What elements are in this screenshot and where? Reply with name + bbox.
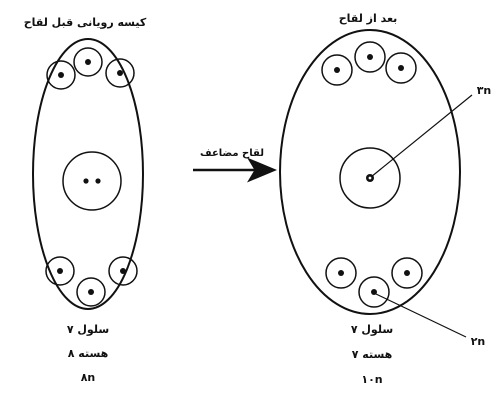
- left-bottom-cells: [46, 257, 137, 306]
- right-central-nucleus-highlight: [369, 177, 372, 180]
- right-top-nucleus-1: [334, 67, 340, 73]
- right-line-1: ۷ سلول: [351, 323, 393, 336]
- left-sac-outline: [33, 39, 143, 309]
- right-top-nucleus-3: [398, 65, 404, 71]
- left-polar-nucleus-2: [95, 178, 100, 183]
- left-embryo-sac: کیسه رویانی قبل لقاح: [24, 16, 147, 384]
- left-bottom-nucleus-3: [120, 268, 126, 274]
- left-bottom-nucleus-1: [57, 268, 63, 274]
- double-fertilization-arrow: لقاح مضاعف: [193, 148, 272, 170]
- right-embryo-sac: بعد از لقاح: [280, 12, 491, 386]
- right-top-nucleus-2: [367, 54, 373, 60]
- right-line-2: ۷ هسته: [352, 348, 393, 361]
- left-line-1: ۷ سلول: [67, 323, 109, 336]
- left-line-2: ۸ هسته: [68, 347, 109, 360]
- left-central-cell-outline: [63, 152, 121, 210]
- left-central-cell: [63, 152, 121, 210]
- left-polar-nucleus-1: [83, 178, 88, 183]
- label-3n: ۳n: [477, 84, 492, 97]
- label-2n: ۲n: [471, 335, 486, 348]
- right-line-3: ۱۰n: [361, 373, 382, 386]
- right-bottom-nucleus-3: [404, 270, 410, 276]
- right-central-cell: [340, 148, 400, 208]
- arrow-label: لقاح مضاعف: [200, 148, 264, 159]
- right-bottom-nucleus-1: [338, 270, 344, 276]
- right-sac-title: بعد از لقاح: [339, 12, 398, 25]
- right-bottom-cells: [326, 258, 422, 307]
- left-top-nucleus-2: [85, 59, 91, 65]
- right-top-cells: [322, 42, 416, 85]
- left-line-3: ۸n: [81, 371, 96, 384]
- left-top-nucleus-3: [117, 70, 123, 76]
- left-bottom-nucleus-2: [88, 289, 94, 295]
- left-sac-title: کیسه رویانی قبل لقاح: [24, 16, 147, 29]
- left-top-cells: [47, 48, 134, 89]
- left-top-nucleus-1: [58, 72, 64, 78]
